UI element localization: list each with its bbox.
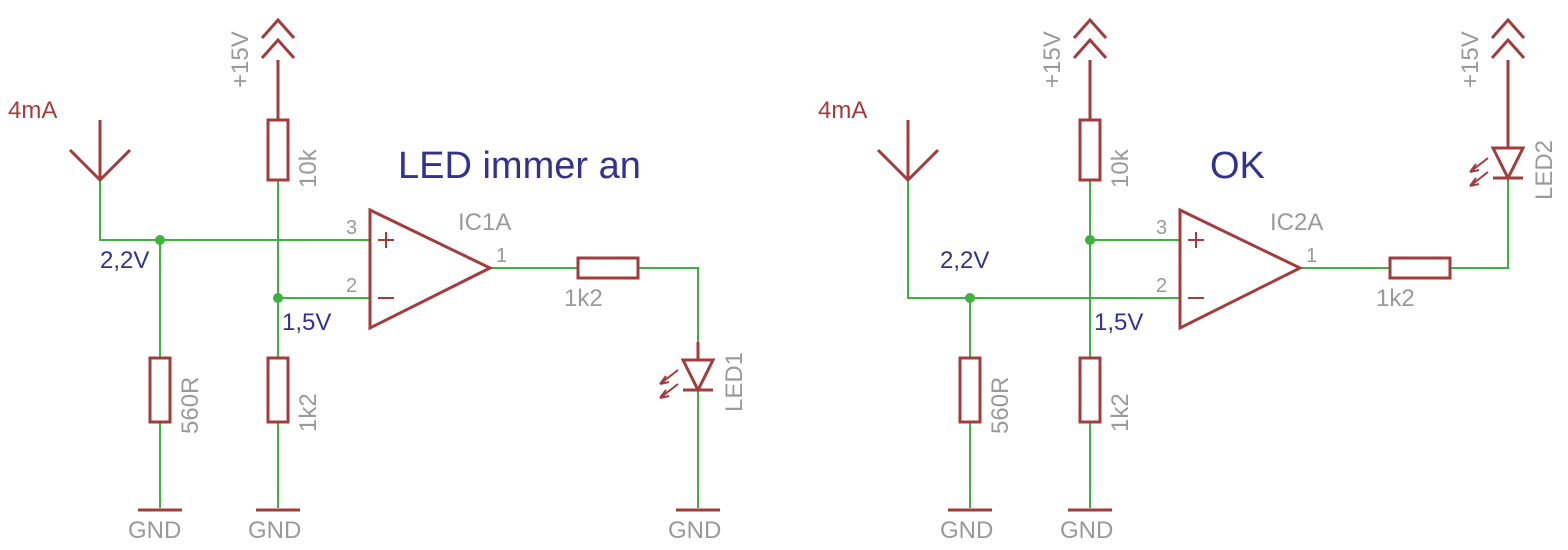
right-node-input-voltage: 2,2V [940,247,989,274]
right-junction-ref [1085,235,1095,245]
right-resistor-bottom [1078,356,1102,424]
left-resistor-output-label: 1k2 [564,285,603,312]
right-resistor-sense [958,356,982,424]
right-title: OK [1210,145,1265,187]
right-node-ref-voltage: 1,5V [1094,309,1143,336]
right-circuit: +15V +15V 4mA 10k 1k2 560R 1k2 IC2A 3 2 … [818,17,1558,544]
right-supply-symbol-1 [1072,17,1108,120]
left-gnd-1-label: GND [128,517,181,544]
left-led-label: LED1 [721,352,748,412]
left-supply-label: +15V [227,31,254,88]
left-opamp-symbol [368,207,494,331]
left-pin-minus: 2 [346,275,357,297]
left-title: LED immer an [398,145,641,187]
left-gnd-3-label: GND [668,517,721,544]
right-opamp-symbol [1178,207,1304,331]
left-resistor-top [266,118,290,182]
right-supply-label-2: +15V [1457,31,1484,88]
right-supply-label-1: +15V [1039,31,1066,88]
left-pin-out: 1 [496,245,507,267]
right-resistor-bottom-label: 1k2 [1107,393,1134,432]
left-resistor-sense-label: 560R [177,377,204,434]
left-node-input-voltage: 2,2V [100,247,149,274]
left-wire-input-to-plus [99,120,370,241]
right-resistor-top-label: 10k [1107,148,1134,188]
left-pin-plus: 3 [346,217,357,239]
left-junction-input [155,235,165,245]
right-resistor-sense-label: 560R [987,377,1014,434]
left-wire-resistor-to-led [638,267,699,342]
left-current-source-symbol [68,120,132,183]
left-resistor-bottom-label: 1k2 [295,393,322,432]
right-supply-symbol-2 [1490,17,1526,148]
right-opamp-label: IC2A [1270,209,1323,236]
right-current-source-symbol [876,120,940,183]
right-led-label: LED2 [1531,140,1558,200]
right-pin-minus: 2 [1156,275,1167,297]
right-pin-plus: 3 [1156,217,1167,239]
left-supply-symbol [260,17,296,120]
right-resistor-output [1388,256,1452,280]
right-pin-out: 1 [1306,245,1317,267]
left-circuit: +15V 4mA 10k 1k2 560R 1k2 IC1A 3 2 1 [8,17,748,544]
left-led-symbol [659,342,716,399]
left-gnd-2-label: GND [248,517,301,544]
right-resistor-output-label: 1k2 [1376,285,1415,312]
left-resistor-output [576,256,640,280]
right-gnd-2-label: GND [1060,517,1113,544]
left-wires [99,120,699,508]
right-junction-input [965,293,975,303]
left-resistor-bottom [266,356,290,424]
right-resistor-top [1078,118,1102,182]
left-opamp-label: IC1A [458,209,511,236]
left-node-ref-voltage: 1,5V [282,309,331,336]
left-junction-ref [273,293,283,303]
left-resistor-top-label: 10k [295,148,322,188]
right-gnd-1-label: GND [940,517,993,544]
left-resistor-sense [148,356,172,424]
left-source-label: 4mA [8,97,57,124]
right-wire-resistor-to-led [1450,180,1509,269]
right-source-label: 4mA [818,97,867,124]
right-led-symbol [1469,146,1526,187]
